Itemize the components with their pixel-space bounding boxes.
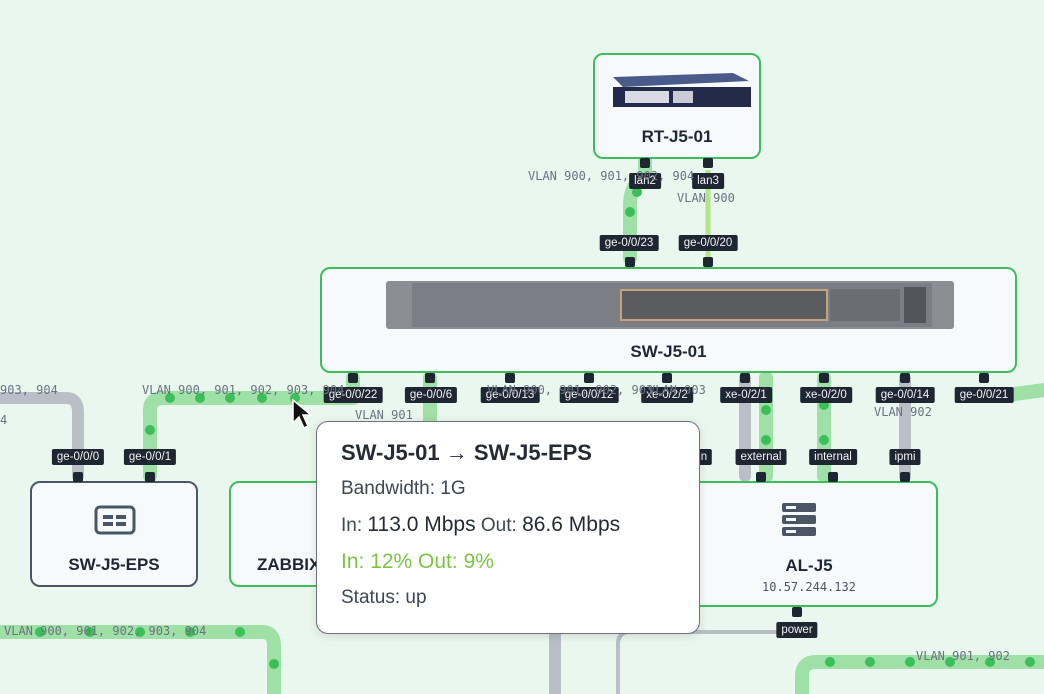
switch-device-image xyxy=(386,281,954,329)
port-dot xyxy=(740,373,750,383)
port-dot xyxy=(584,373,594,383)
link-bottom-left[interactable] xyxy=(0,625,281,694)
port-dot xyxy=(756,472,766,482)
link-tooltip: SW-J5-01 → SW-J5-EPS Bandwidth: 1G In: 1… xyxy=(316,421,700,634)
port-al-internal[interactable]: internal xyxy=(809,449,857,465)
vlan-left-edge: 903, 904 xyxy=(0,383,58,397)
port-dot xyxy=(425,373,435,383)
port-eps-ge-0-0-0[interactable]: ge-0/0/0 xyxy=(51,449,105,465)
vlan-ipmi: VLAN 902 xyxy=(874,405,932,419)
eps-switch-name: SW-J5-EPS xyxy=(68,555,160,574)
port-sw-ge-0-0-22[interactable]: ge-0/0/22 xyxy=(323,387,383,403)
zabbix-name: ZABBIX xyxy=(257,555,321,574)
port-dot xyxy=(505,373,515,383)
link-left-edge-to-eps[interactable] xyxy=(0,392,84,482)
vlan-bottom-left: VLAN 900, 901, 902, 903, 904 xyxy=(4,624,207,638)
core-switch-name: SW-J5-01 xyxy=(630,342,707,361)
node-core-switch[interactable]: SW-J5-01 xyxy=(320,267,1017,373)
node-router[interactable]: RT-J5-01 xyxy=(593,53,761,159)
port-sw-ge-0-0-21[interactable]: ge-0/0/21 xyxy=(954,387,1014,403)
vlan-router-right: VLAN 900 xyxy=(677,191,735,205)
port-dot xyxy=(792,607,802,617)
port-dot xyxy=(73,472,83,482)
tooltip-in-value: 113.0 Mbps xyxy=(367,513,476,536)
port-sw-xe-0-2-2[interactable]: xe-0/2/2 xyxy=(641,387,693,403)
port-dot xyxy=(348,373,358,383)
vlan-router-left: VLAN 900, 901, 902, 904 xyxy=(528,169,695,183)
port-router-lan3[interactable]: lan3 xyxy=(692,173,724,189)
server-stack-icon xyxy=(782,503,816,536)
port-sw-ge-0-0-13[interactable]: ge-0/0/13 xyxy=(480,387,540,403)
port-dot xyxy=(662,373,672,383)
switch-icon xyxy=(94,505,136,535)
tooltip-out-value: 86.6 Mbps xyxy=(522,513,621,536)
port-dot xyxy=(900,472,910,482)
node-eps-switch[interactable]: SW-J5-EPS xyxy=(30,481,198,587)
tooltip-out-label: Out: xyxy=(480,515,517,536)
port-sw-ge-0-0-12[interactable]: ge-0/0/12 xyxy=(559,387,619,403)
port-sw-ge-0-0-14[interactable]: ge-0/0/14 xyxy=(875,387,935,403)
port-dot xyxy=(703,257,713,267)
port-al-power[interactable]: power xyxy=(776,622,818,638)
port-router-lan2[interactable]: lan2 xyxy=(629,173,661,189)
port-sw-ge-0-0-23[interactable]: ge-0/0/23 xyxy=(599,235,659,251)
router-device-image xyxy=(613,73,751,107)
link-sw22-eps[interactable] xyxy=(143,371,360,483)
port-sw-ge-0-0-20[interactable]: ge-0/0/20 xyxy=(678,235,738,251)
port-sw-xe-0-2-1[interactable]: xe-0/2/1 xyxy=(720,387,772,403)
al-name: AL-J5 xyxy=(785,556,833,575)
port-dot xyxy=(979,373,989,383)
port-dot xyxy=(145,472,155,482)
port-al-external[interactable]: external xyxy=(735,449,787,465)
tooltip-title: SW-J5-01 → SW-J5-EPS xyxy=(341,440,592,465)
vlan-left-edge-2: 4 xyxy=(0,413,8,427)
tooltip-in-label: In: xyxy=(341,515,363,536)
link-power[interactable] xyxy=(616,630,799,694)
tooltip-traffic: In: 113.0 Mbps Out: 86.6 Mbps xyxy=(341,513,699,537)
vlan-bottom-right: VLAN 901, 902 xyxy=(916,649,1010,663)
tooltip-utilization: In: 12% Out: 9% xyxy=(341,550,494,573)
vlan-mid: VLAN 900, 901, 902, 903 xyxy=(487,383,654,397)
port-sw-xe-0-2-0[interactable]: xe-0/2/0 xyxy=(800,387,852,403)
tooltip-status: Status: up xyxy=(341,587,427,608)
tooltip-bandwidth: Bandwidth: 1G xyxy=(341,478,466,499)
port-eps-ge-0-0-1[interactable]: ge-0/0/1 xyxy=(123,449,177,465)
port-dot xyxy=(625,257,635,267)
router-name: RT-J5-01 xyxy=(641,127,713,146)
port-sw-ge-0-0-6[interactable]: ge-0/0/6 xyxy=(404,387,458,403)
port-dot xyxy=(819,373,829,383)
node-al[interactable]: AL-J5 10.57.244.132 xyxy=(680,481,938,607)
port-dot xyxy=(900,373,910,383)
port-al-ipmi[interactable]: ipmi xyxy=(889,449,921,465)
vlan-eps-path: VLAN 900, 901, 902, 903, 904 xyxy=(142,383,345,397)
mouse-pointer-icon xyxy=(292,398,313,430)
port-dot xyxy=(828,472,838,482)
link-bottom-right[interactable] xyxy=(795,655,1044,694)
port-dot xyxy=(640,158,650,168)
port-dot xyxy=(703,158,713,168)
al-ip: 10.57.244.132 xyxy=(762,580,856,594)
vlan-mid-2: VLAN 903 xyxy=(648,383,706,397)
vlan-sw22: VLAN 901 xyxy=(355,408,413,422)
